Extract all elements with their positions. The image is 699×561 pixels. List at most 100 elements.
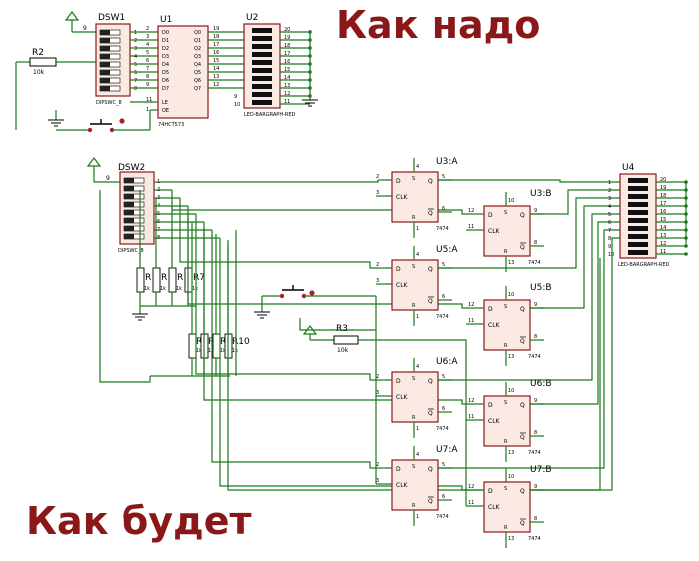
resistor-value: 1k — [144, 286, 150, 292]
led-segment — [252, 76, 272, 81]
flipflop-ref: U3:B — [530, 189, 552, 199]
resistor[interactable] — [188, 333, 197, 359]
r2-value: 10k — [33, 69, 45, 76]
q-to-led-wire — [530, 237, 620, 491]
resistor[interactable] — [136, 267, 145, 293]
flipflop-body[interactable] — [391, 259, 439, 311]
ff-d-label: D — [396, 466, 401, 473]
r2-resistor[interactable] — [29, 57, 57, 67]
ff-q-label: Q — [428, 466, 433, 473]
q-to-led-wire — [438, 197, 620, 269]
flipflop-body[interactable] — [391, 459, 439, 511]
pushbutton-bottom[interactable] — [279, 285, 307, 299]
led-segment — [252, 44, 272, 49]
ff-r-label: R — [412, 303, 416, 309]
q-to-led-wire — [530, 221, 620, 405]
ff-s-label: S — [504, 210, 507, 216]
u1-input-label: D7 — [162, 86, 169, 92]
u1-out-pin: 17 — [213, 42, 219, 48]
u1-in-pin: 5 — [146, 50, 149, 56]
led-segment — [252, 84, 272, 89]
ff-pin-num: 10 — [508, 388, 514, 394]
flipflop-body[interactable] — [391, 371, 439, 423]
u1-in-pin: 6 — [146, 58, 149, 64]
ff-pin-num: 11 — [468, 500, 474, 506]
u1-type: 74HCT573 — [158, 122, 184, 128]
q-to-led-wire — [438, 179, 620, 183]
u4-right-pin: 12 — [660, 241, 666, 247]
ff-clk-label: CLK — [488, 322, 501, 329]
flipflop-body[interactable] — [483, 481, 531, 533]
ff-clk-label: CLK — [488, 418, 501, 425]
dsw1-body[interactable] — [95, 23, 131, 97]
dsw2-ref: DSW2 — [118, 163, 145, 173]
ff-pin-num: 3 — [376, 190, 379, 196]
ground-icon-button — [254, 296, 270, 319]
u1-in-pin: 2 — [146, 26, 149, 32]
r3-ref: R3 — [336, 324, 348, 334]
u4-left-pin: 7 — [608, 228, 611, 234]
dip-switch-lever — [124, 226, 134, 231]
ff-d-label: D — [488, 488, 493, 495]
junction-dot — [684, 252, 688, 256]
u1-le-label: LE — [162, 100, 168, 106]
resistor-ref: R7 — [193, 273, 205, 283]
data-wire — [187, 206, 470, 309]
led-segment — [252, 68, 272, 73]
ff-s-label: S — [412, 176, 415, 182]
led-segment — [628, 186, 648, 191]
u1-out-pin: 13 — [213, 74, 219, 80]
ff-clk-label: CLK — [488, 504, 501, 511]
r3-resistor[interactable] — [333, 335, 359, 345]
pushbutton-top[interactable] — [87, 119, 115, 133]
u1-input-label: D1 — [162, 38, 169, 44]
r3-value: 10k — [337, 347, 349, 354]
u1-out-pin: 18 — [213, 34, 219, 40]
ff-s-label: S — [504, 400, 507, 406]
dsw2-body[interactable] — [119, 171, 155, 245]
ff-r-label: R — [504, 249, 508, 255]
u1-oe-label: OE — [162, 108, 169, 114]
ff-pin-num: 13 — [508, 260, 514, 266]
resistor-value: 1k — [160, 286, 166, 292]
flipflop-body[interactable] — [483, 299, 531, 351]
resistor[interactable] — [212, 333, 221, 359]
ff-pin-num: 3 — [376, 278, 379, 284]
flipflop-body[interactable] — [483, 205, 531, 257]
flipflop-ref: U6:A — [436, 357, 458, 367]
ff-s-label: S — [504, 486, 507, 492]
resistor[interactable] — [168, 267, 177, 293]
resistor[interactable] — [152, 267, 161, 293]
ff-pin-num: 2 — [376, 174, 379, 180]
dsw1-pin-label: 1 — [134, 30, 137, 36]
u4-ref: U4 — [622, 163, 635, 173]
dsw1-pin-label: 2 — [134, 38, 137, 44]
ff-pin-num: 9 — [534, 302, 537, 308]
ff-pin-num: 10 — [508, 474, 514, 480]
ff-s-label: S — [412, 376, 415, 382]
flipflop-body[interactable] — [391, 171, 439, 223]
dsw1-type: DIPSWC_8 — [96, 100, 122, 106]
flipflop-body[interactable] — [483, 395, 531, 447]
data-wire — [164, 180, 379, 183]
led-segment — [252, 60, 272, 65]
u4-left-pin: 5 — [608, 212, 611, 218]
ff-pin-num: 11 — [468, 224, 474, 230]
u4-left-pin: 4 — [608, 204, 611, 210]
heading-bottom: Как будет — [26, 499, 252, 543]
ff-q-label: Q — [428, 378, 433, 385]
u4-right-pin: 16 — [660, 209, 666, 215]
u1-oe-pin: 1 — [146, 107, 149, 113]
u1-body[interactable] — [157, 25, 209, 119]
dip-switch-lever — [124, 210, 134, 215]
u4-right-pin: 19 — [660, 185, 666, 191]
